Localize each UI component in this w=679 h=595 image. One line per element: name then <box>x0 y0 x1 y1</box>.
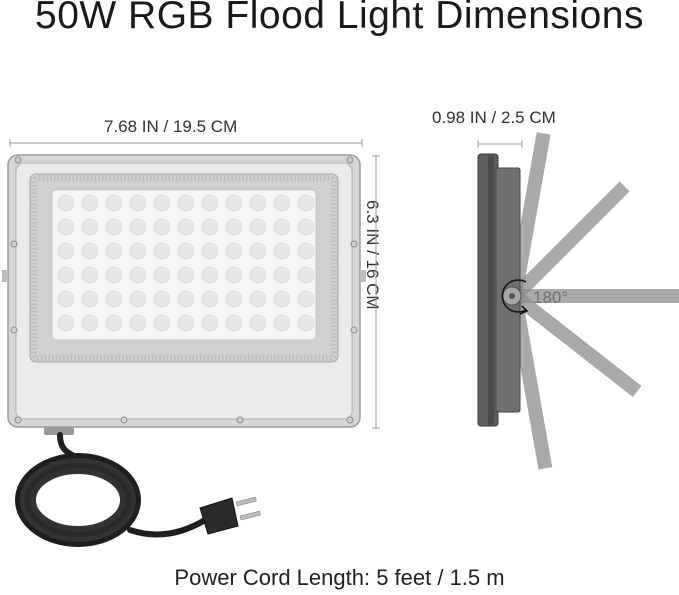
led-bead <box>225 242 243 260</box>
led-bead <box>225 266 243 284</box>
led-bead <box>81 194 99 212</box>
led-bead <box>81 290 99 308</box>
led-bead <box>273 314 291 332</box>
led-bead <box>129 218 147 236</box>
led-bead <box>153 242 171 260</box>
led-bead <box>201 194 219 212</box>
led-bead <box>249 218 267 236</box>
led-bead <box>57 218 75 236</box>
led-bead <box>273 194 291 212</box>
led-bead <box>297 194 315 212</box>
led-bead <box>153 314 171 332</box>
width-dimension-line <box>9 139 363 147</box>
led-bead <box>105 242 123 260</box>
led-bead <box>201 314 219 332</box>
led-bead <box>297 266 315 284</box>
led-bead <box>249 290 267 308</box>
led-bead <box>57 290 75 308</box>
led-bead <box>57 266 75 284</box>
led-bead <box>129 314 147 332</box>
led-bead <box>297 218 315 236</box>
led-bead <box>201 290 219 308</box>
led-bead <box>249 266 267 284</box>
flood-light-side-view <box>477 153 522 427</box>
led-bead <box>249 242 267 260</box>
led-bead <box>177 314 195 332</box>
led-bead <box>153 290 171 308</box>
led-bead <box>129 242 147 260</box>
led-bead <box>249 314 267 332</box>
height-dimension-line <box>372 155 380 429</box>
led-bead <box>273 266 291 284</box>
power-cord-label: Power Cord Length: 5 feet / 1.5 m <box>174 565 505 590</box>
led-bead <box>81 218 99 236</box>
led-array <box>57 194 315 332</box>
led-bead <box>177 266 195 284</box>
depth-dimension-line <box>477 140 523 148</box>
led-bead <box>273 290 291 308</box>
led-bead <box>105 218 123 236</box>
led-bead <box>249 194 267 212</box>
led-bead <box>81 266 99 284</box>
led-bead <box>129 194 147 212</box>
led-bead <box>153 266 171 284</box>
led-bead <box>297 314 315 332</box>
led-bead <box>153 194 171 212</box>
flood-light-front-view <box>2 154 366 435</box>
mounting-screws <box>10 156 358 424</box>
led-bead <box>201 218 219 236</box>
led-bead <box>177 218 195 236</box>
led-bead <box>153 218 171 236</box>
led-bead <box>297 290 315 308</box>
power-cord <box>15 432 208 547</box>
led-bead <box>57 194 75 212</box>
led-bead <box>297 242 315 260</box>
page-title: 50W RGB Flood Light Dimensions <box>35 0 644 37</box>
led-bead <box>225 218 243 236</box>
power-plug-icon <box>199 496 261 535</box>
led-bead <box>273 242 291 260</box>
led-bead <box>57 242 75 260</box>
led-bead <box>129 266 147 284</box>
led-bead <box>105 194 123 212</box>
led-bead <box>81 242 99 260</box>
led-bead <box>177 290 195 308</box>
led-bead <box>225 314 243 332</box>
rotation-arrow-icon <box>501 279 529 315</box>
led-bead <box>105 266 123 284</box>
led-bead <box>81 314 99 332</box>
bracket-rotation-fan <box>508 132 679 470</box>
led-bead <box>273 218 291 236</box>
led-bead <box>129 290 147 308</box>
led-bead <box>105 314 123 332</box>
led-bead <box>225 290 243 308</box>
led-bead <box>177 194 195 212</box>
led-bead <box>201 266 219 284</box>
led-bead <box>57 314 75 332</box>
led-bead <box>201 242 219 260</box>
led-bead <box>177 242 195 260</box>
width-dimension-label: 7.68 IN / 19.5 CM <box>104 117 238 136</box>
led-bead <box>105 290 123 308</box>
led-bead <box>225 194 243 212</box>
depth-dimension-label: 0.98 IN / 2.5 CM <box>432 108 556 127</box>
